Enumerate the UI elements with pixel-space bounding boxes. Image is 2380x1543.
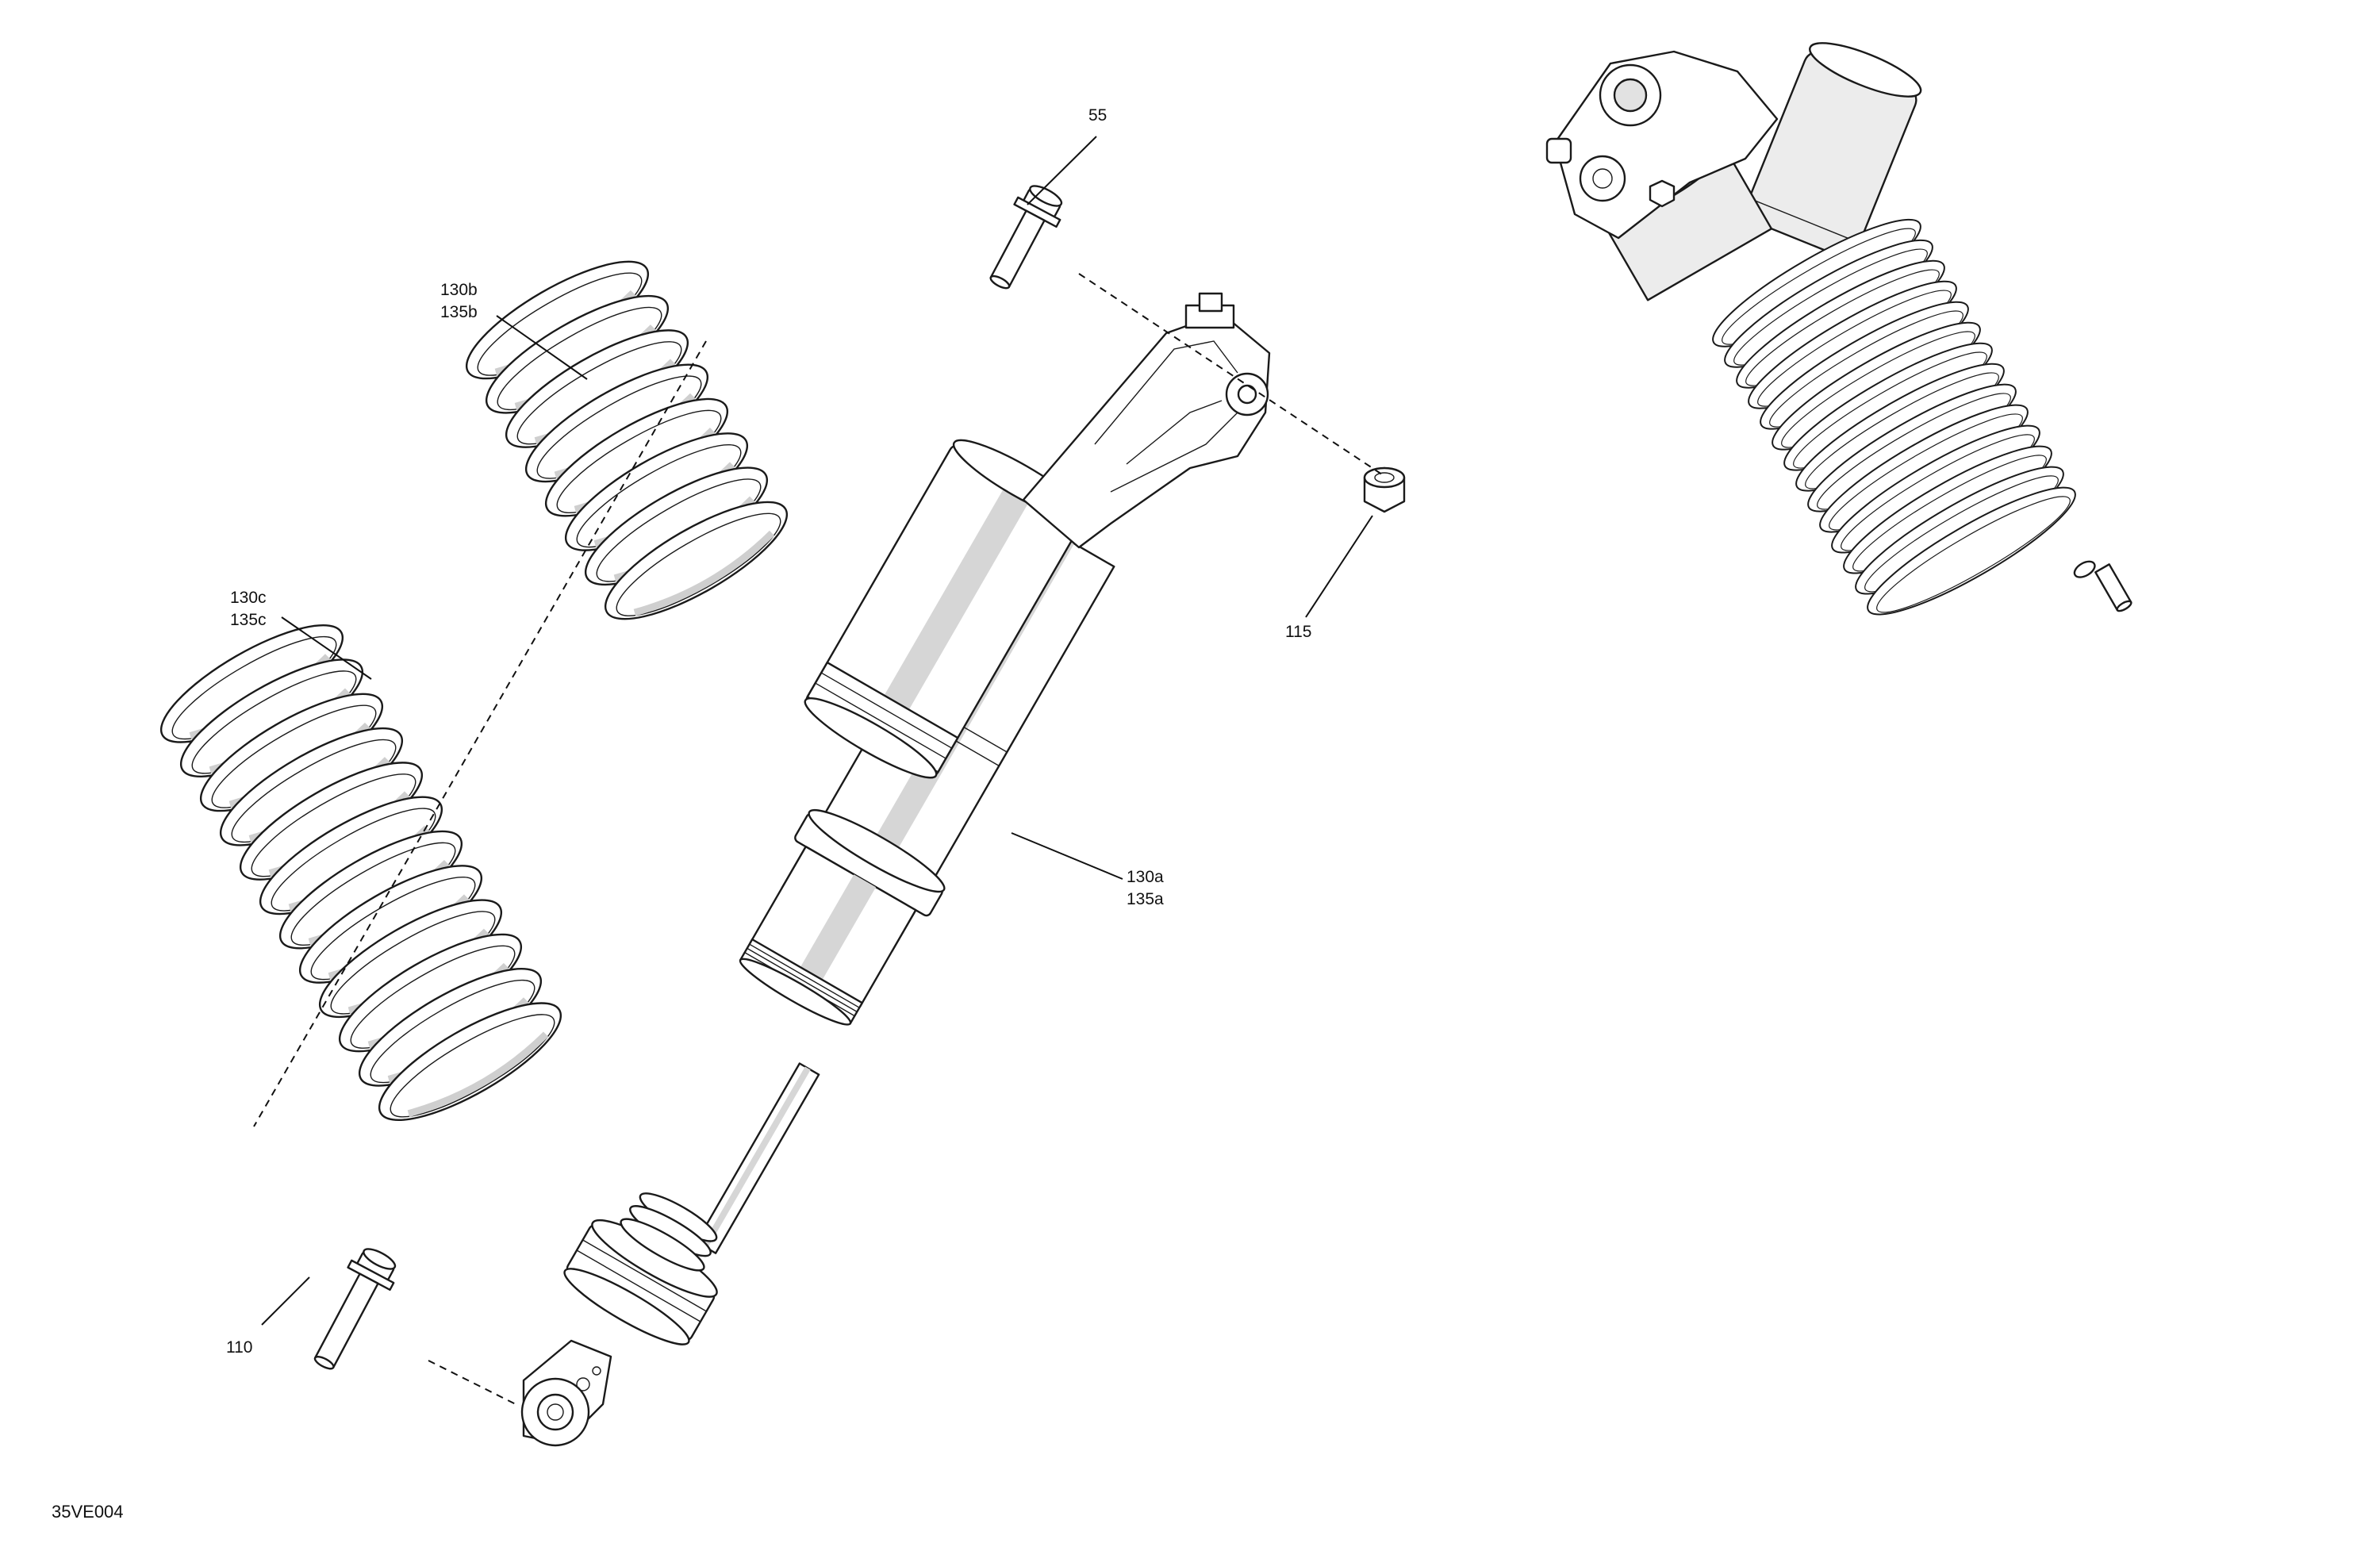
leader-55 <box>1027 136 1097 205</box>
callout-130b: 130b <box>440 281 478 299</box>
lock-nut <box>1363 466 1406 513</box>
lower-bolt-axis-line <box>428 1360 516 1405</box>
upper-mounting-bolt <box>989 185 1063 290</box>
spring-axis-line <box>253 340 707 1127</box>
lower-mounting-bolt <box>313 1248 397 1370</box>
callout-130a: 130a <box>1127 868 1164 886</box>
leader-130b <box>496 315 588 380</box>
leader-110 <box>261 1276 310 1326</box>
assembled-shock-view <box>1545 42 2132 634</box>
upper-bolt-axis-line <box>1078 273 1385 477</box>
upper-spring <box>452 241 801 639</box>
figure-reference: 35VE004 <box>52 1502 124 1522</box>
lower-eyelet <box>520 1339 612 1447</box>
shock-head-casting <box>1022 292 1271 549</box>
callout-115: 115 <box>1285 623 1311 641</box>
leader-115 <box>1305 515 1373 618</box>
callout-135a: 135a <box>1127 890 1164 908</box>
callout-55: 55 <box>1088 106 1107 125</box>
shock-absorber <box>520 292 1271 1447</box>
leader-130c <box>281 616 372 680</box>
callout-130c: 130c <box>230 589 267 607</box>
callout-110: 110 <box>226 1338 252 1357</box>
callout-135c: 135c <box>230 611 267 629</box>
spring-seat <box>563 1192 718 1345</box>
leader-130a <box>1011 832 1123 880</box>
callout-135b: 135b <box>440 303 478 321</box>
lower-spring <box>147 605 575 1141</box>
